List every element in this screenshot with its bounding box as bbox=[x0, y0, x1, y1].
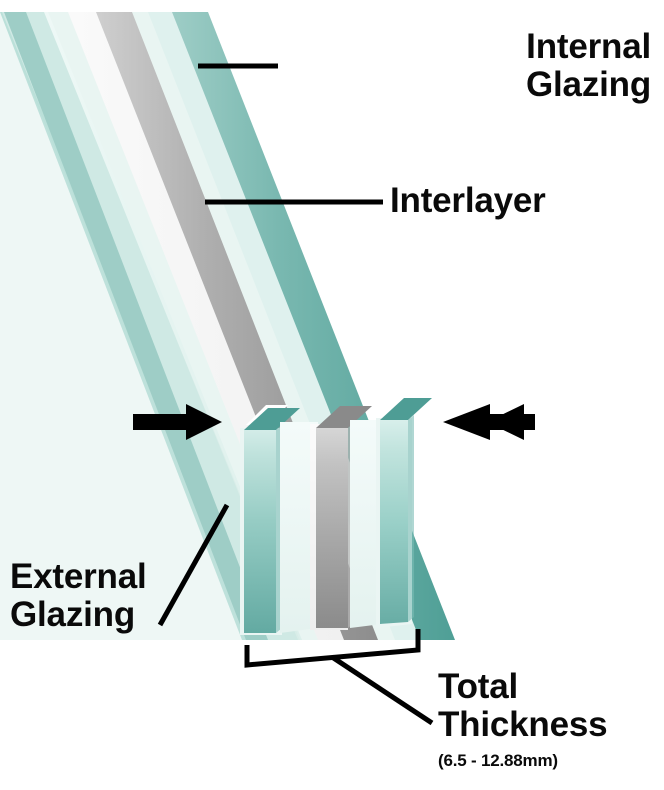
external-glazing-diagonal bbox=[2, 12, 298, 640]
label-interlayer: Interlayer bbox=[390, 181, 546, 220]
thickness-brace bbox=[244, 629, 434, 726]
label-external-glazing: External Glazing bbox=[10, 557, 147, 634]
label-total-thickness: Total Thickness bbox=[438, 667, 608, 744]
internal-glazing-vertical bbox=[376, 398, 432, 628]
external-glazing-inner-face bbox=[280, 422, 318, 633]
compression-arrow-left-icon bbox=[133, 404, 222, 440]
label-total-thickness-range: (6.5 - 12.88mm) bbox=[438, 751, 558, 770]
compression-arrow-right-icon bbox=[443, 404, 535, 440]
leader-line-external-glazing bbox=[157, 503, 230, 627]
label-internal-glazing: Internal Glazing bbox=[526, 27, 651, 104]
interlayer-inner-face bbox=[350, 420, 382, 628]
external-glazing-vertical bbox=[240, 405, 300, 635]
